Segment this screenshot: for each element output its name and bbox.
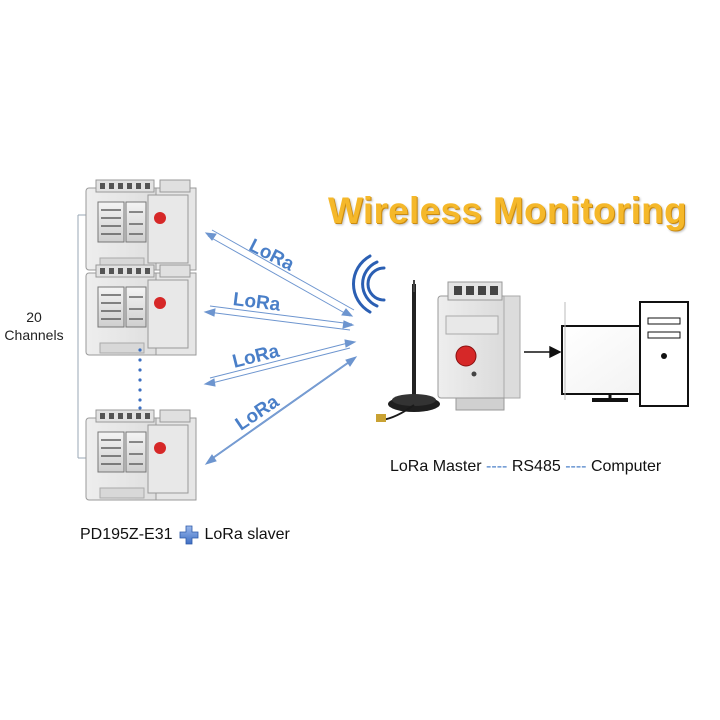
channel-bracket xyxy=(77,214,86,459)
caption-master: LoRa Master xyxy=(390,458,482,475)
slave-caption: PD195Z-E31 LoRa slaver xyxy=(80,525,290,545)
slave-model: PD195Z-E31 xyxy=(80,526,173,543)
lora-master-device xyxy=(437,281,521,411)
channel-unit: Channels xyxy=(4,327,64,343)
topology-caption: LoRa Master ---- RS485 ---- Computer xyxy=(390,458,661,476)
caption-separator-1: ---- xyxy=(486,458,508,475)
channel-count-label: 20 Channels xyxy=(4,308,64,344)
caption-separator-2: ---- xyxy=(565,458,587,475)
antenna-icon xyxy=(376,280,440,422)
channel-count: 20 xyxy=(26,309,42,325)
slave-type: LoRa slaver xyxy=(204,526,290,543)
wireless-signal-icon xyxy=(352,254,386,314)
rs485-arrow xyxy=(524,345,562,359)
lora-links xyxy=(203,229,358,465)
ellipsis-dots xyxy=(138,348,142,410)
plus-icon xyxy=(179,525,198,545)
slave-module-row-1 xyxy=(147,194,189,264)
slave-module-row-2 xyxy=(147,279,189,349)
caption-computer: Computer xyxy=(590,458,662,475)
slave-module-row-3 xyxy=(147,424,189,494)
computer-tower-icon xyxy=(639,301,689,407)
diagram-title: Wireless Monitoring xyxy=(328,190,687,231)
caption-bus: RS485 xyxy=(511,458,561,475)
